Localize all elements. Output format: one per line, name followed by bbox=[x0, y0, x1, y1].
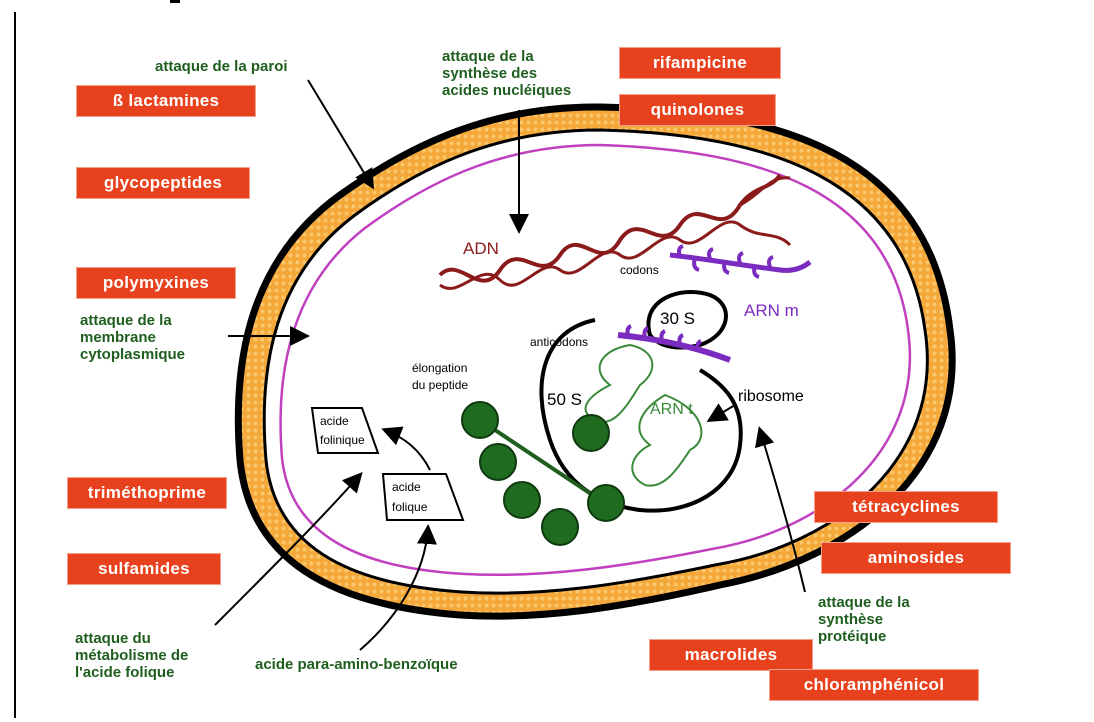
label-folique-1: acide bbox=[392, 480, 421, 494]
label-arn-t: ARN t bbox=[650, 401, 693, 418]
note-protein-line-1: attaque de la bbox=[818, 594, 910, 611]
drug-sulfamides: sulfamides bbox=[68, 554, 220, 584]
note-protein-line-2: synthèse bbox=[818, 611, 910, 628]
note-folic-line-1: attaque du bbox=[75, 630, 188, 647]
drug-macrolides: macrolides bbox=[650, 640, 812, 670]
label-folinique-2: folinique bbox=[320, 433, 365, 447]
drug-beta-lactams: ß lactamines bbox=[77, 86, 255, 116]
arrow-wall bbox=[308, 80, 372, 186]
drug-tetracyclines: tétracyclines bbox=[815, 492, 997, 522]
label-elongation-2: du peptide bbox=[412, 378, 468, 392]
note-folic: attaque du métabolisme de l'acide foliqu… bbox=[75, 630, 188, 681]
note-membrane-line-1: attaque de la bbox=[80, 312, 185, 329]
note-nucleic-line-2: synthèse des bbox=[442, 65, 571, 82]
note-folic-line-3: l'acide folique bbox=[75, 664, 188, 681]
note-paba: acide para-amino-benzoïque bbox=[255, 656, 458, 673]
drug-glycopeptides: glycopeptides bbox=[77, 168, 249, 198]
label-folinique-1: acide bbox=[320, 414, 349, 428]
note-protein: attaque de la synthèse protéique bbox=[818, 594, 910, 645]
note-protein-line-3: protéique bbox=[818, 628, 910, 645]
label-30s: 30 S bbox=[660, 309, 695, 328]
note-nucleic-line-1: attaque de la bbox=[442, 48, 571, 65]
label-50s: 50 S bbox=[547, 390, 582, 409]
drug-trimethoprim: triméthoprime bbox=[68, 478, 226, 508]
note-nucleic-line-3: acides nucléiques bbox=[442, 82, 571, 99]
drug-quinolones: quinolones bbox=[620, 95, 775, 125]
note-nucleic: attaque de la synthèse des acides nucléi… bbox=[442, 48, 571, 99]
label-anticodons: anticodons bbox=[530, 335, 588, 349]
label-codons: codons bbox=[620, 263, 659, 277]
note-membrane-line-2: membrane bbox=[80, 329, 185, 346]
note-membrane: attaque de la membrane cytoplasmique bbox=[80, 312, 185, 363]
note-membrane-line-3: cytoplasmique bbox=[80, 346, 185, 363]
label-adn: ADN bbox=[463, 239, 499, 258]
note-folic-line-2: métabolisme de bbox=[75, 647, 188, 664]
label-arn-m: ARN m bbox=[744, 301, 799, 320]
label-ribosome: ribosome bbox=[738, 388, 804, 405]
drug-polymyxins: polymyxines bbox=[77, 268, 235, 298]
note-wall: attaque de la paroi bbox=[155, 58, 288, 75]
label-elongation-1: élongation bbox=[412, 361, 467, 375]
drug-rifampicin: rifampicine bbox=[620, 48, 780, 78]
label-folique-2: folique bbox=[392, 500, 428, 514]
drug-chloramphenicol: chloramphénicol bbox=[770, 670, 978, 700]
drug-aminosides: aminosides bbox=[822, 543, 1010, 573]
